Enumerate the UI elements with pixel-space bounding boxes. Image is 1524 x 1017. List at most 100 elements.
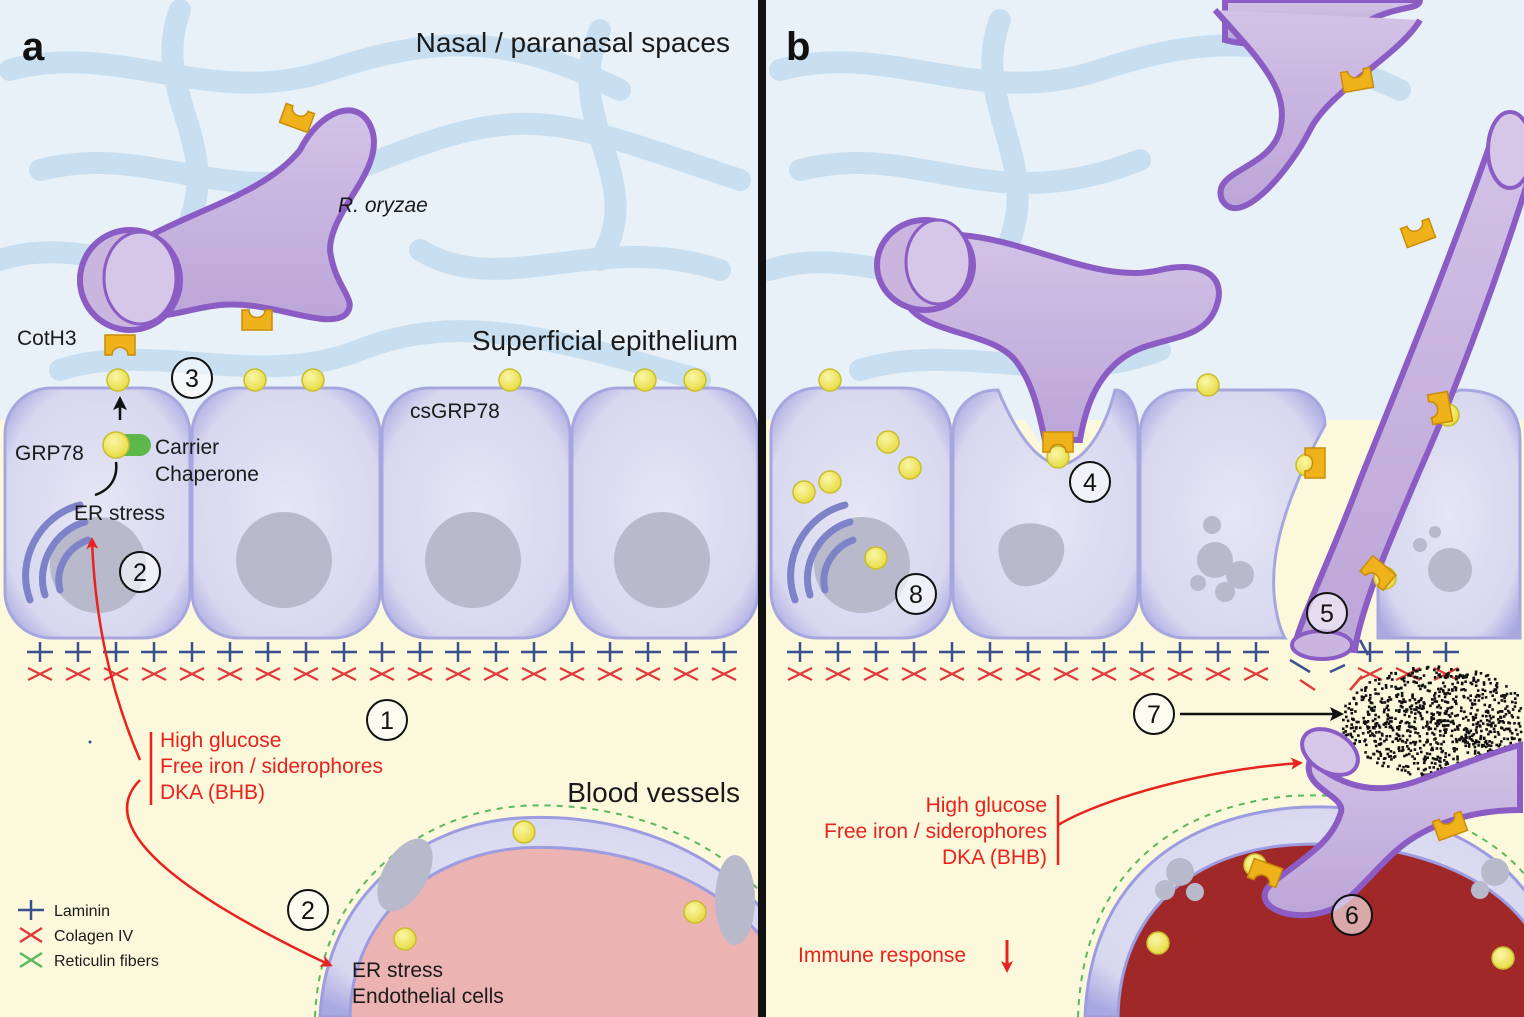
degradation-speck bbox=[1434, 722, 1438, 725]
collagen-mark bbox=[1167, 667, 1193, 681]
degradation-speck bbox=[1389, 755, 1392, 758]
degradation-speck bbox=[1354, 710, 1357, 713]
degradation-speck bbox=[1402, 679, 1406, 683]
degradation-speck bbox=[1490, 722, 1493, 725]
degradation-speck bbox=[1502, 737, 1506, 740]
degradation-speck bbox=[1504, 713, 1508, 716]
degradation-speck bbox=[1377, 724, 1381, 727]
degradation-speck bbox=[1500, 710, 1504, 713]
degradation-speck bbox=[1455, 695, 1458, 699]
degradation-speck bbox=[1363, 720, 1366, 723]
degradation-speck bbox=[1479, 672, 1483, 675]
degradation-speck bbox=[1439, 718, 1442, 722]
degradation-speck bbox=[1395, 694, 1398, 697]
degradation-speck bbox=[1377, 682, 1381, 685]
degradation-speck bbox=[1387, 708, 1390, 712]
condition-high-glucose-b: High glucose bbox=[926, 794, 1047, 817]
degradation-speck bbox=[1436, 755, 1440, 759]
degradation-speck bbox=[1470, 702, 1474, 705]
degradation-speck bbox=[1489, 690, 1492, 694]
coth3-protein bbox=[1339, 66, 1375, 94]
degradation-speck bbox=[1464, 739, 1468, 743]
degradation-speck bbox=[1438, 711, 1442, 715]
degradation-speck bbox=[1511, 708, 1515, 711]
degradation-speck bbox=[1413, 720, 1416, 724]
degradation-speck bbox=[1484, 745, 1488, 749]
degradation-speck bbox=[1349, 732, 1352, 736]
degradation-speck bbox=[1439, 747, 1443, 750]
csgrp78-label: csGRP78 bbox=[410, 400, 500, 423]
degradation-speck bbox=[1430, 712, 1433, 715]
degradation-speck bbox=[1400, 686, 1403, 690]
degradation-speck bbox=[1493, 735, 1497, 739]
degradation-speck bbox=[1484, 696, 1488, 699]
grp78-receptor bbox=[106, 368, 130, 392]
degradation-speck bbox=[1488, 714, 1492, 718]
collagen-mark bbox=[559, 667, 585, 681]
degradation-speck bbox=[1426, 738, 1429, 742]
degradation-speck bbox=[1395, 709, 1398, 712]
laminin-mark bbox=[483, 642, 509, 662]
endoplasmic-reticulum bbox=[787, 501, 857, 604]
degradation-speck bbox=[1417, 684, 1421, 688]
degradation-speck bbox=[1418, 739, 1422, 743]
degradation-speck bbox=[1388, 674, 1391, 678]
degradation-speck bbox=[1445, 709, 1449, 713]
grp78-receptor bbox=[512, 820, 536, 844]
degradation-speck bbox=[1460, 688, 1463, 692]
degradation-speck bbox=[1422, 674, 1426, 677]
degradation-speck bbox=[1360, 698, 1364, 702]
degradation-speck bbox=[1441, 724, 1445, 727]
degradation-speck bbox=[1410, 711, 1413, 714]
degradation-speck bbox=[1398, 764, 1401, 768]
degradation-speck bbox=[1430, 716, 1433, 719]
step-number: 7 bbox=[1147, 701, 1161, 729]
degradation-speck bbox=[1446, 724, 1450, 727]
step-circle bbox=[1331, 894, 1373, 936]
degradation-speck bbox=[1496, 731, 1500, 734]
degradation-speck bbox=[1464, 675, 1468, 679]
degradation-speck bbox=[1447, 672, 1450, 675]
degradation-speck bbox=[1398, 700, 1401, 703]
degradation-speck bbox=[1364, 686, 1367, 690]
degradation-speck bbox=[1518, 709, 1521, 713]
degradation-speck bbox=[1490, 723, 1493, 727]
degradation-speck bbox=[1469, 699, 1472, 702]
degradation-speck bbox=[1367, 705, 1371, 709]
degradation-speck bbox=[1410, 704, 1414, 707]
degradation-speck bbox=[1355, 725, 1358, 729]
degradation-speck bbox=[1411, 755, 1414, 758]
degradation-speck bbox=[1482, 744, 1485, 747]
degradation-speck bbox=[1401, 748, 1405, 752]
degradation-speck bbox=[1458, 738, 1462, 742]
laminin-mark bbox=[1053, 642, 1079, 662]
degradation-speck bbox=[1474, 739, 1478, 742]
degradation-speck bbox=[1414, 731, 1417, 734]
degradation-speck bbox=[1466, 673, 1469, 676]
degradation-speck bbox=[1383, 739, 1386, 743]
degradation-speck bbox=[1443, 712, 1447, 715]
degradation-speck bbox=[1388, 726, 1392, 729]
degradation-speck bbox=[1505, 727, 1508, 731]
degradation-speck bbox=[1345, 725, 1349, 728]
degradation-speck bbox=[1400, 691, 1404, 695]
degradation-speck bbox=[1368, 696, 1372, 700]
collagen-mark bbox=[255, 667, 281, 681]
stray-dot bbox=[88, 740, 92, 744]
degradation-speck bbox=[1434, 762, 1437, 765]
degradation-speck bbox=[1487, 711, 1490, 714]
degradation-speck bbox=[1518, 738, 1522, 741]
degradation-speck bbox=[1485, 714, 1488, 718]
degradation-speck bbox=[1504, 707, 1507, 711]
degradation-speck bbox=[1396, 767, 1399, 771]
grp78-receptor bbox=[393, 927, 417, 951]
laminin-mark bbox=[65, 642, 91, 662]
degradation-speck bbox=[1429, 720, 1432, 724]
grp78-receptor bbox=[864, 546, 888, 570]
degradation-speck bbox=[1366, 727, 1370, 730]
collagen-mark bbox=[521, 667, 547, 681]
degradation-speck bbox=[1510, 732, 1514, 735]
degradation-speck bbox=[1389, 750, 1393, 753]
collagen-mark bbox=[445, 667, 471, 681]
degradation-speck bbox=[1472, 733, 1475, 736]
